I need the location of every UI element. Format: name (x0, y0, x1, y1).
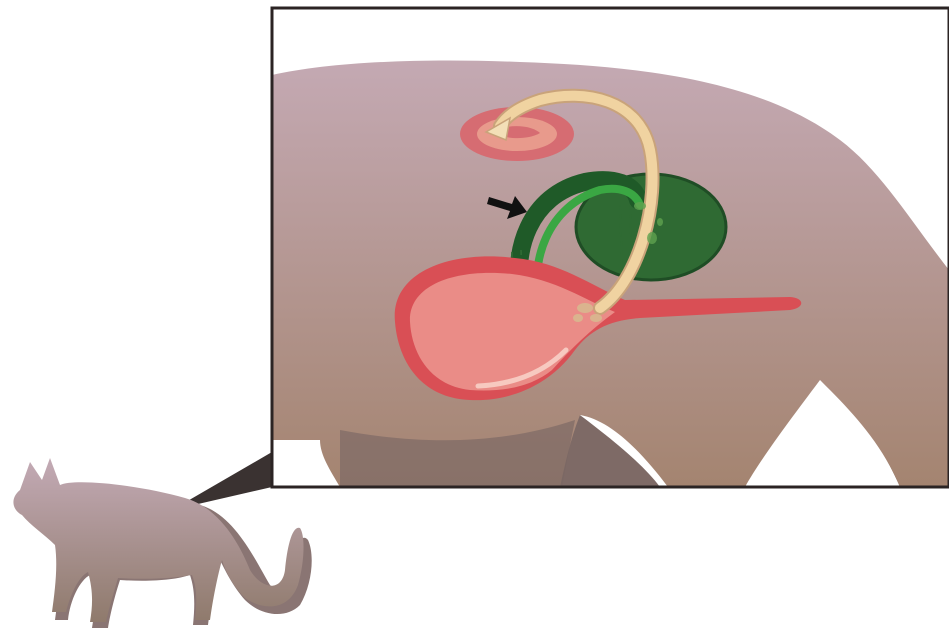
cat-body-closeup (272, 61, 949, 487)
